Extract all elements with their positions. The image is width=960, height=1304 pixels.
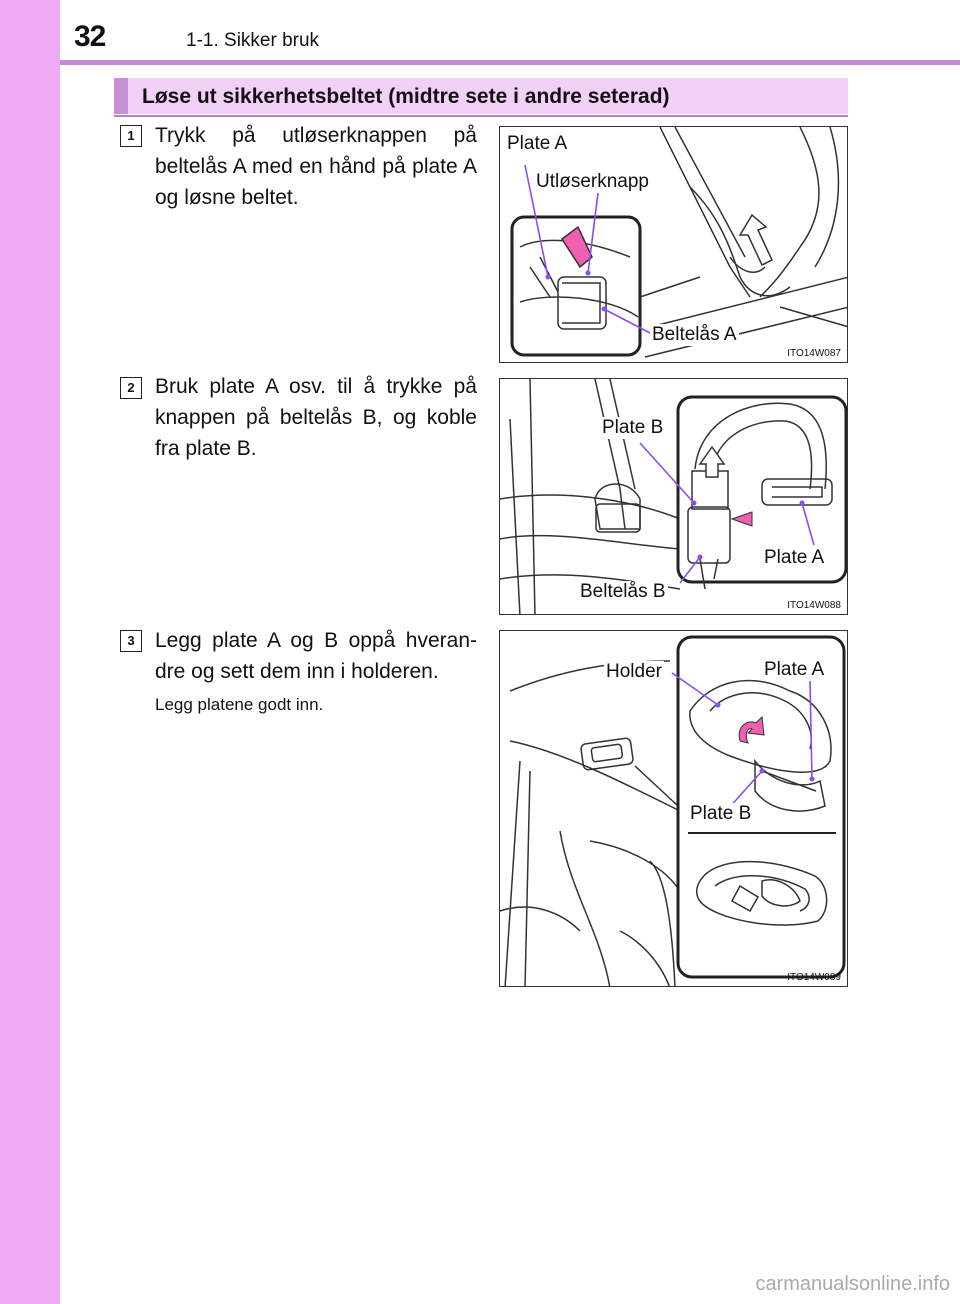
figure-insert-holder: Holder Plate A Plate B ITO14W089 [499, 630, 848, 987]
figure-disconnect-plate-b: Plate B Plate A Beltelås B ITO14W088 [499, 378, 848, 615]
label-buckle-b: Beltelås B [578, 581, 668, 603]
illustration-buckle-b [500, 379, 847, 614]
step-text-1: Trykk på utløserknappen på beltelås A me… [155, 124, 477, 209]
section-rule [114, 115, 848, 117]
figure-code: ITO14W087 [787, 348, 841, 359]
label-plate-a: Plate A [505, 133, 570, 155]
label-buckle-a: Beltelås A [650, 324, 739, 346]
figure-release-buckle-a: Plate A Utløserknapp Beltelås A ITO14W08… [499, 126, 848, 363]
page-number: 32 [74, 20, 106, 53]
figure-code: ITO14W088 [787, 600, 841, 611]
step-number-2: 2 [120, 377, 142, 399]
label-holder: Holder [604, 661, 664, 683]
illustration-holder [500, 635, 846, 986]
step-number-1: 1 [120, 125, 142, 147]
step-text-3: Legg plate A og B oppå hveran-dre og set… [155, 629, 477, 683]
step-note-3: Legg platene godt inn. [155, 695, 324, 714]
section-banner: Løse ut sikkerhetsbeltet (midtre sete i … [114, 78, 848, 114]
chapter-title: 1-1. Sikker bruk [186, 30, 320, 51]
label-plate-a: Plate A [762, 659, 827, 681]
label-plate-a: Plate A [762, 547, 827, 569]
label-plate-b: Plate B [688, 803, 754, 825]
header-rule [60, 60, 960, 65]
step-number-3: 3 [120, 630, 142, 652]
side-tab [0, 0, 60, 1304]
illustration-buckle-a [510, 127, 847, 358]
label-plate-b: Plate B [600, 417, 666, 439]
label-release-button: Utløserknapp [534, 171, 651, 193]
footer-watermark: carmanualsonline.info [755, 1273, 950, 1295]
section-title: Løse ut sikkerhetsbeltet (midtre sete i … [142, 85, 670, 108]
figure-code: ITO14W089 [787, 972, 841, 983]
step-text-2: Bruk plate A osv. til å trykke på knappe… [155, 375, 477, 460]
